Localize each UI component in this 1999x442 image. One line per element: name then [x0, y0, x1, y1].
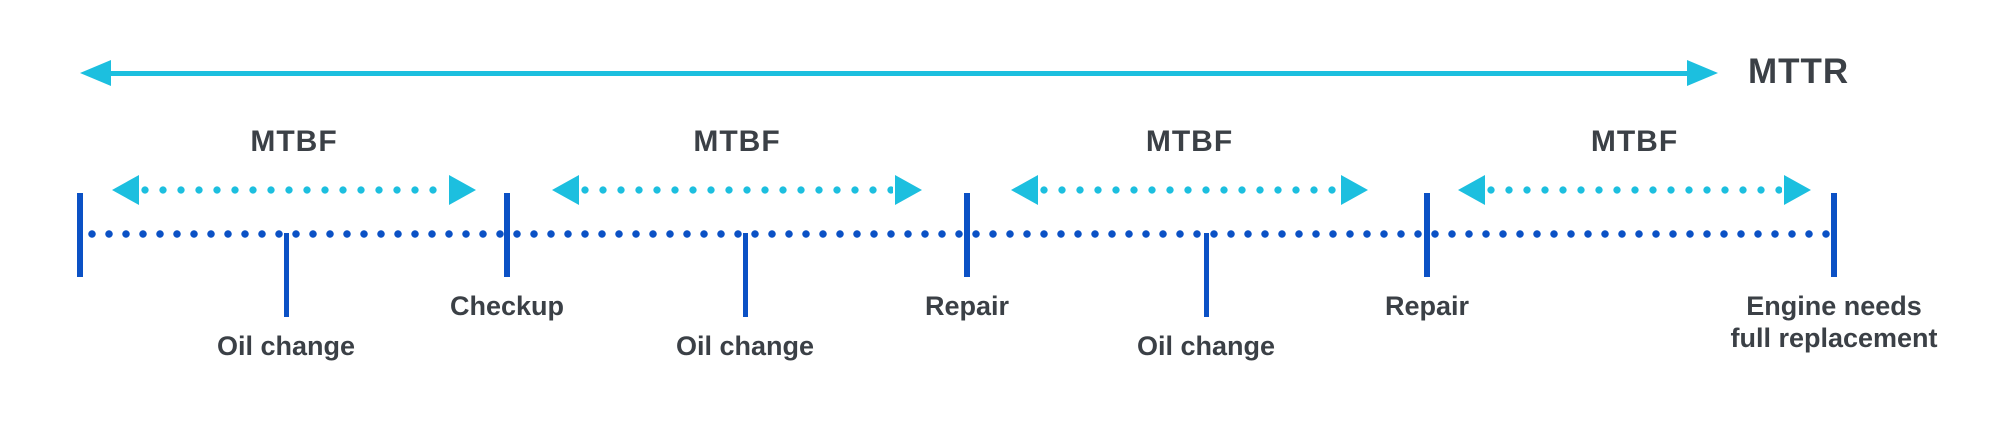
mtbf-arrowhead-right-icon — [1341, 175, 1368, 205]
mtbf-label: MTBF — [1145, 125, 1234, 158]
mtbf-dotted-line — [1040, 186, 1339, 194]
mtbf-dotted-line — [1487, 186, 1782, 194]
event-label: Checkup — [450, 290, 564, 322]
mtbf-dotted-line — [581, 186, 893, 194]
timeline-dotted-line — [88, 230, 1830, 238]
mttr-arrowhead-left-icon — [80, 60, 111, 86]
mtbf-label: MTBF — [250, 125, 338, 158]
event-label-line: Oil change — [1136, 331, 1276, 361]
mtbf-label: MTBF — [693, 125, 781, 158]
mttr-arrow-shaft — [104, 71, 1694, 76]
mtbf-arrowhead-left-icon — [112, 175, 139, 205]
mtbf-arrow — [112, 175, 476, 205]
event-label-line: full replacement — [1730, 323, 1938, 353]
mtbf-arrow — [552, 175, 922, 205]
event-tick — [283, 233, 289, 317]
mtbf-arrow — [1011, 175, 1368, 205]
mtbf-dotted-line — [141, 186, 447, 194]
mtbf-arrowhead-right-icon — [449, 175, 476, 205]
mtbf-arrowhead-left-icon — [552, 175, 579, 205]
mttr-arrowhead-right-icon — [1687, 60, 1718, 86]
timeline-major-tick — [1831, 193, 1837, 277]
event-label-line: Checkup — [449, 291, 565, 321]
timeline-major-tick — [504, 193, 510, 277]
mtbf-arrowhead-left-icon — [1011, 175, 1038, 205]
timeline-major-tick — [1424, 193, 1430, 277]
event-label-line: Repair — [1384, 291, 1470, 321]
mtbf-arrowhead-right-icon — [895, 175, 922, 205]
mttr-label: MTTR — [1748, 52, 1850, 91]
event-label: Oil change — [1137, 330, 1275, 362]
event-tick — [1203, 233, 1209, 317]
mtbf-arrowhead-left-icon — [1458, 175, 1485, 205]
timeline-major-tick — [77, 193, 83, 277]
event-label: Oil change — [217, 330, 355, 362]
event-label: Repair — [1385, 290, 1469, 322]
event-label-line: Repair — [924, 291, 1010, 321]
event-label: Oil change — [676, 330, 814, 362]
mtbf-label: MTBF — [1590, 125, 1679, 158]
timeline-major-tick — [964, 193, 970, 277]
event-label-line: Oil change — [675, 331, 815, 361]
event-label-line: Engine needs — [1746, 291, 1922, 321]
event-label-line: Oil change — [216, 331, 356, 361]
event-label: Repair — [925, 290, 1009, 322]
mtbf-arrow — [1458, 175, 1811, 205]
mtbf-arrowhead-right-icon — [1784, 175, 1811, 205]
event-tick — [742, 233, 748, 317]
